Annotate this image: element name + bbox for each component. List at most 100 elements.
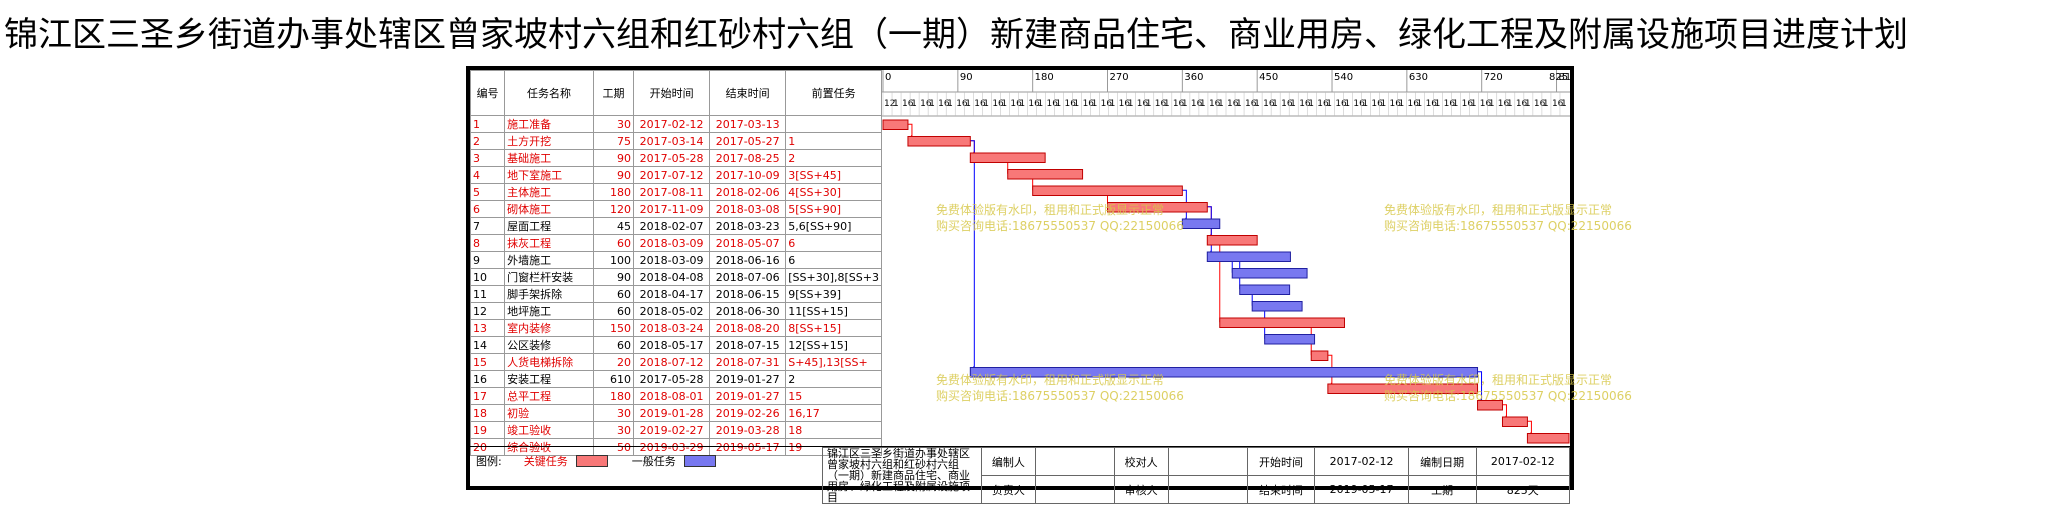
task-end: 2018-07-31 bbox=[709, 353, 787, 371]
watermark-1: 免费体验版有水印，租用和正式版显示正常 购买咨询电话:18675550537 Q… bbox=[936, 202, 1184, 234]
task-end: 2017-08-25 bbox=[709, 149, 787, 167]
start-label: 开始时间 bbox=[1246, 447, 1316, 476]
gantt-bar bbox=[1477, 400, 1503, 411]
minor-tick-label: 1 bbox=[1128, 99, 1134, 109]
minor-tick-label: 1 bbox=[965, 99, 971, 109]
gantt-bar bbox=[1239, 284, 1291, 295]
task-duration: 60 bbox=[592, 336, 635, 354]
header-duration: 工期 bbox=[592, 70, 635, 116]
minor-tick-label: 1 bbox=[1344, 99, 1350, 109]
task-duration: 180 bbox=[592, 183, 635, 201]
header-name: 任务名称 bbox=[504, 70, 594, 116]
task-id: 4 bbox=[469, 166, 506, 184]
task-end: 2018-06-16 bbox=[709, 251, 787, 269]
minor-tick-label: 1 bbox=[1362, 99, 1368, 109]
minor-tick-label: 1 bbox=[1326, 99, 1332, 109]
major-tick-label: 360 bbox=[1184, 72, 1203, 83]
task-name: 室内装修 bbox=[504, 319, 594, 337]
legend-normal-label: 一般任务 bbox=[631, 455, 676, 468]
watermark-line2: 购买咨询电话:18675550537 QQ:22150066 bbox=[936, 389, 1184, 403]
major-tick-label: 90 bbox=[960, 72, 973, 83]
task-start: 2019-01-28 bbox=[633, 404, 711, 422]
task-end: 2019-01-27 bbox=[709, 387, 787, 405]
gantt-bar bbox=[907, 136, 971, 147]
minor-tick-label: 16 bbox=[1263, 99, 1275, 109]
gantt-bar bbox=[1219, 317, 1345, 328]
task-start: 2018-04-08 bbox=[633, 268, 711, 286]
task-start: 2019-03-29 bbox=[633, 438, 711, 456]
task-id: 7 bbox=[469, 217, 506, 235]
task-predecessor: S+45],13[SS+ bbox=[785, 353, 882, 371]
end-label: 结束时间 bbox=[1246, 475, 1316, 504]
minor-tick-label: 16 bbox=[938, 99, 950, 109]
task-predecessor: 12[SS+15] bbox=[785, 336, 882, 354]
task-start: 2018-04-17 bbox=[633, 285, 711, 303]
task-id: 8 bbox=[469, 234, 506, 252]
task-name: 外墙施工 bbox=[504, 251, 594, 269]
task-end: 2019-02-26 bbox=[709, 404, 787, 422]
minor-tick-label: 16 bbox=[1516, 99, 1528, 109]
minor-tick-label: 16 bbox=[1119, 99, 1131, 109]
watermark-3: 免费体验版有水印，租用和正式版显示正常 购买咨询电话:18675550537 Q… bbox=[936, 372, 1184, 404]
task-duration: 60 bbox=[592, 234, 635, 252]
task-duration: 50 bbox=[592, 438, 635, 456]
minor-tick-label: 1 bbox=[893, 99, 899, 109]
task-start: 2018-03-09 bbox=[633, 251, 711, 269]
watermark-4: 免费体验版有水印，租用和正式版显示正常 购买咨询电话:18675550537 Q… bbox=[1384, 372, 1632, 404]
minor-tick-label: 16 bbox=[1083, 99, 1095, 109]
gantt-bar bbox=[1310, 350, 1329, 361]
minor-tick-label: 16 bbox=[1101, 99, 1113, 109]
task-id: 11 bbox=[469, 285, 506, 303]
minor-tick-label: 1 bbox=[1489, 99, 1495, 109]
minor-tick-label: 1 bbox=[1399, 99, 1405, 109]
watermark-line1: 免费体验版有水印，租用和正式版显示正常 bbox=[936, 373, 1165, 387]
task-duration: 30 bbox=[592, 421, 635, 439]
dependency-link bbox=[970, 140, 975, 368]
task-id: 2 bbox=[469, 132, 506, 150]
gantt-footer: 图例: 关键任务 一般任务 锦江区三圣乡街道办事处辖区曾家坡村六组和红砂村六组（… bbox=[470, 446, 1571, 504]
minor-tick-label: 16 bbox=[1299, 99, 1311, 109]
end-tick-label: 825 bbox=[1549, 72, 1568, 83]
gantt-bar bbox=[1251, 301, 1303, 312]
watermark-line2: 购买咨询电话:18675550537 QQ:22150066 bbox=[936, 219, 1184, 233]
duration-label: 工期 bbox=[1407, 475, 1477, 504]
minor-tick-label: 1 bbox=[1543, 99, 1549, 109]
minor-tick-label: 16 bbox=[1371, 99, 1383, 109]
minor-tick-label: 16 bbox=[1046, 99, 1058, 109]
task-id: 14 bbox=[469, 336, 506, 354]
task-id: 9 bbox=[469, 251, 506, 269]
dependency-link bbox=[1527, 420, 1532, 434]
minor-tick-label: 1 bbox=[1290, 99, 1296, 109]
minor-tick-label: 16 bbox=[1426, 99, 1438, 109]
minor-tick-label: 1 bbox=[1146, 99, 1152, 109]
task-start: 2017-03-14 bbox=[633, 132, 711, 150]
task-name: 公区装修 bbox=[504, 336, 594, 354]
minor-tick-label: 1 bbox=[1525, 99, 1531, 109]
page-title: 锦江区三圣乡街道办事处辖区曾家坡村六组和红砂村六组（一期）新建商品住宅、商业用房… bbox=[4, 15, 1908, 55]
task-end: 2018-03-08 bbox=[709, 200, 787, 218]
minor-tick-label: 1 bbox=[1380, 99, 1386, 109]
task-predecessor: 9[SS+39] bbox=[785, 285, 882, 303]
reviewer-label: 校对人 bbox=[1113, 447, 1169, 476]
